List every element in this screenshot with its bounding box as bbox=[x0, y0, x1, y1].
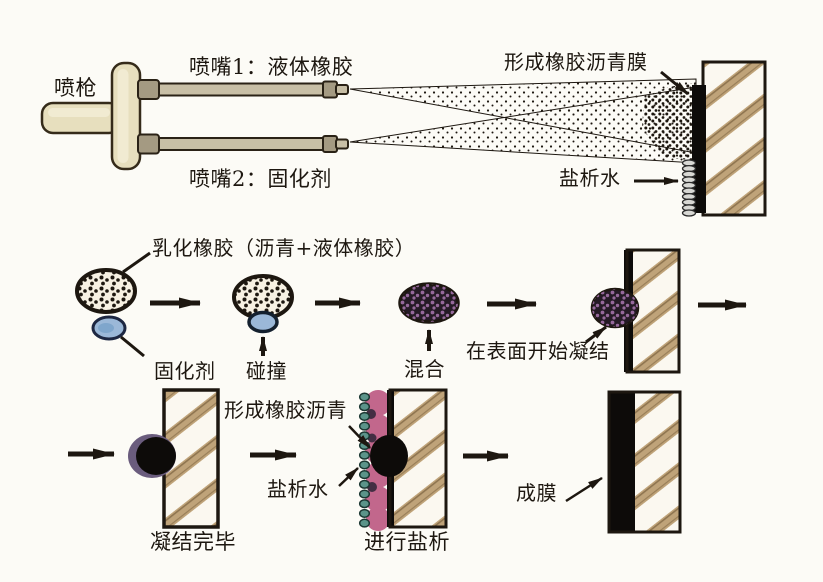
film-formed-label: 成膜 bbox=[516, 481, 557, 505]
salt-water-beads-top bbox=[681, 159, 697, 217]
condense-complete-label: 凝结完毕 bbox=[150, 530, 236, 554]
mixed-droplet bbox=[398, 282, 460, 324]
spray-dense-mist bbox=[642, 83, 697, 161]
condense-start-pointer-arrow bbox=[585, 325, 607, 344]
emulsion-droplet-1 bbox=[75, 268, 137, 314]
gun-label: 喷枪 bbox=[54, 76, 97, 100]
emulsified-rubber-label: 乳化橡胶（沥青+液体橡胶） bbox=[152, 236, 416, 260]
salt-water-bottom-pointer-arrow bbox=[338, 467, 359, 487]
collision-droplets bbox=[232, 274, 294, 334]
substrate-wall-film bbox=[607, 390, 682, 534]
curing-agent-label: 固化剂 bbox=[154, 359, 216, 383]
condensing-droplet bbox=[590, 287, 640, 329]
nozzle-barrel-2 bbox=[137, 133, 349, 155]
nozzle-barrel-1 bbox=[137, 79, 349, 100]
salt-water-top-label: 盐析水 bbox=[559, 166, 621, 190]
condensed-blob bbox=[128, 434, 176, 478]
rubber-asphalt-blob bbox=[370, 435, 408, 477]
nozzle1-label: 喷嘴1：液体橡胶 bbox=[189, 55, 354, 79]
curing-agent-pointer-line bbox=[120, 335, 145, 358]
salt-water-bottom-label: 盐析水 bbox=[267, 477, 329, 501]
condense-start-label: 在表面开始凝结 bbox=[466, 339, 610, 363]
form-rubber-pointer-arrow bbox=[348, 425, 371, 449]
collision-label: 碰撞 bbox=[246, 359, 287, 383]
spray-gun bbox=[40, 61, 142, 171]
membrane-pointer-arrow bbox=[660, 70, 689, 96]
asphalt-membrane-strip bbox=[692, 85, 706, 213]
form-rubber-label: 形成橡胶沥青 bbox=[224, 398, 347, 422]
membrane-film-label: 形成橡胶沥青膜 bbox=[504, 50, 648, 74]
nozzle2-label: 喷嘴2：固化剂 bbox=[189, 167, 332, 191]
film-pointer-arrow bbox=[565, 476, 603, 503]
salting-out-label: 进行盐析 bbox=[364, 530, 450, 554]
mixing-label: 混合 bbox=[404, 357, 445, 381]
substrate-wall-top bbox=[701, 60, 767, 217]
emulsion-pointer-line bbox=[122, 251, 151, 274]
curing-agent-droplet-1 bbox=[91, 315, 127, 341]
